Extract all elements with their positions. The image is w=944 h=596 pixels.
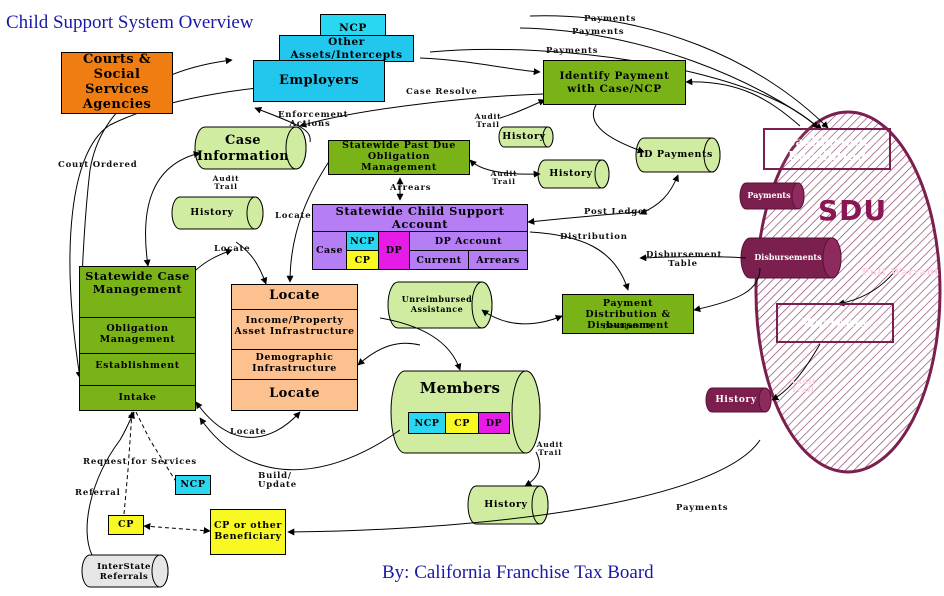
payment-distribution-note: (See figure 10) <box>602 323 654 330</box>
audit-trail-label: Audit Trail <box>490 169 518 187</box>
locate-label: Locate <box>214 244 251 254</box>
account-dp-account-cell: DP Account <box>409 231 528 251</box>
members-ncp-cell: NCP <box>408 412 446 434</box>
cashiering-receipting-box: Cashiering: Receipting <box>763 128 891 170</box>
intake-label: Intake <box>118 392 157 403</box>
account-cp-cell: CP <box>346 250 379 270</box>
distribution-label: Distribution <box>560 232 628 242</box>
history-bottom-label: History <box>484 499 528 511</box>
cp-small-box: CP <box>108 515 144 535</box>
audit-trail-label: Audit Trail <box>474 112 502 130</box>
interstate-referrals-label: InterState Referrals <box>97 561 151 582</box>
account-title: Statewide Child Support Account <box>335 203 505 231</box>
build-update-label: Build/ Update <box>258 471 297 491</box>
obligation-management-label: Obligation Management <box>99 323 176 345</box>
ncp-small-box: NCP <box>175 475 211 495</box>
account-arrears-cell: Arrears <box>468 250 528 270</box>
locate-bottom-label: Locate <box>269 386 320 401</box>
history-top-label: History <box>502 131 546 143</box>
case-management-title: Statewide Case Management <box>85 269 190 297</box>
sdu-audit-trail-label: Audit Trail <box>789 377 817 395</box>
referral-label: Referral <box>75 488 121 498</box>
case-mgmt-divider <box>80 353 195 354</box>
payment-distribution-title: Payment Distribution & Disbursement <box>585 298 671 331</box>
payment-distribution-box: Payment Distribution & Disbursement (See… <box>562 294 694 334</box>
warrants-box: Warrants <box>776 303 894 343</box>
identify-payment-box: Identify Payment with Case/NCP <box>543 60 686 105</box>
audit-trail-label: Audit Trail <box>212 174 240 192</box>
pull-warrant-label: Pull Warrant <box>862 267 940 278</box>
members-dp-cell: DP <box>478 412 510 434</box>
court-ordered-label: Court Ordered <box>58 160 138 170</box>
locate-divider <box>232 349 357 350</box>
disbursement-table-label: Disbursement Table <box>646 250 723 270</box>
unreimbursed-label: Unreimbursed Assistance <box>401 294 473 314</box>
establishment-label: Establishment <box>95 360 180 371</box>
account-dp-cell: DP <box>378 231 410 270</box>
payments-label: Payments <box>572 27 625 37</box>
locate-label: Locate <box>230 427 267 437</box>
members-cp-cell: CP <box>445 412 479 434</box>
byline: By: California Franchise Tax Board <box>382 562 654 583</box>
case-information-label: Case Information <box>196 133 290 164</box>
diagram-title: Child Support System Overview <box>6 12 254 33</box>
locate-label: Locate <box>275 211 312 221</box>
locate-divider <box>232 379 357 380</box>
case-mgmt-divider <box>80 385 195 386</box>
enforcement-actions-label: Enforcement Actions <box>278 110 349 130</box>
case-management-box: Statewide Case Management Obligation Man… <box>79 266 196 411</box>
courts-agencies-box: Courts & Social Services Agencies <box>61 52 173 114</box>
locate-title: Locate <box>269 288 320 303</box>
case-resolve-label: Case Resolve <box>406 87 478 97</box>
request-for-services-label: Request for Services <box>83 457 197 467</box>
account-current-cell: Current <box>409 250 469 270</box>
payments-label: Payments <box>584 14 637 24</box>
members-label: Members <box>419 379 501 397</box>
post-ledger-label: Post Ledger <box>584 207 650 217</box>
employers-box: Employers <box>253 60 385 102</box>
locate-box: Locate Income/Property Asset Infrastruct… <box>231 284 358 411</box>
past-due-box: Statewide Past Due Obligation Management <box>328 140 470 175</box>
payments-label: Payments <box>676 503 729 513</box>
id-payments-label: ID Payments <box>639 149 713 161</box>
child-support-account-box: Statewide Child Support Account <box>312 204 528 232</box>
sdu-disbursements-label: Disbursements <box>754 252 822 263</box>
sdu-history-label: History <box>715 394 757 405</box>
arrears-label: Arrears <box>390 183 432 193</box>
payments-label: Payments <box>546 46 599 56</box>
account-case-cell: Case <box>312 231 347 270</box>
other-assets-box: Other Assets/Intercepts <box>279 35 414 62</box>
audit-trail-label: Audit Trail <box>536 440 564 458</box>
history-left-label: History <box>190 207 234 219</box>
income-property-label: Income/Property Asset Infrastructure <box>234 315 355 337</box>
case-mgmt-divider <box>80 317 195 318</box>
history-mid-label: History <box>549 168 593 180</box>
demographic-label: Demographic Infrastructure <box>252 352 337 374</box>
sdu-label: SDU <box>818 194 888 227</box>
account-ncp-cell: NCP <box>346 231 379 251</box>
locate-divider <box>232 309 357 310</box>
cp-beneficiary-box: CP or other Beneficiary <box>210 509 286 555</box>
sdu-payments-label: Payments <box>747 190 791 201</box>
